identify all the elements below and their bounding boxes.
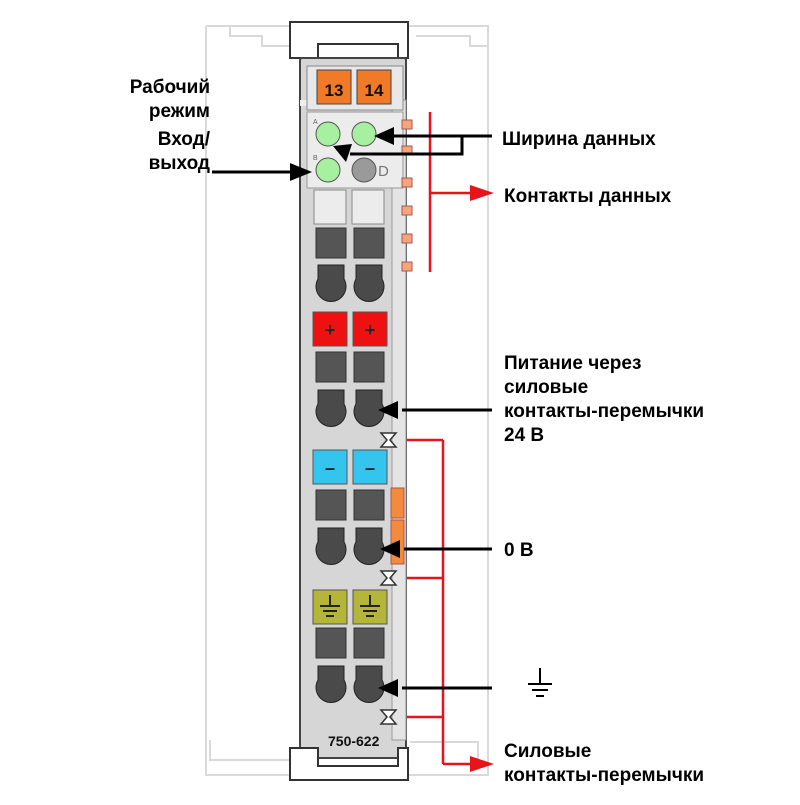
ground-arrowhead (378, 679, 398, 697)
data-width-arrowhead-lower (333, 144, 352, 162)
led-b (315, 157, 341, 183)
terminal-13 (316, 69, 352, 105)
ground-symbol-label (528, 668, 552, 697)
led-a-right (351, 121, 377, 147)
led-letter-b: B (313, 155, 318, 162)
terminal-13-label: 13 (325, 81, 344, 100)
zero-volt-label: 0 В (504, 540, 534, 561)
plus-symbol-left: + (325, 320, 336, 340)
model-number: 750-622 (328, 733, 380, 749)
power-supply-arrowhead (378, 401, 398, 419)
power-jumper-arrowhead (470, 756, 494, 772)
operating-mode-label: Рабочий режим (129, 77, 210, 122)
minus-tabs: – – (312, 449, 388, 485)
led-letter-a: A (313, 119, 318, 126)
power-jumper-bracket (407, 438, 470, 766)
power-jumper-contacts-label: Силовые контакты-перемычки (504, 741, 705, 786)
data-width-arrowhead-upper (374, 127, 394, 145)
data-contacts-label: Контакты данных (504, 186, 672, 207)
led-letter-d: D (378, 163, 389, 180)
clamp-units (315, 227, 385, 703)
input-output-label: Вход/ выход (148, 129, 210, 174)
jumper-contact-marks (379, 432, 398, 725)
data-contacts-bracket (428, 112, 470, 272)
minus-symbol-left: – (325, 458, 335, 478)
ground-tabs (312, 589, 388, 625)
data-contacts-arrowhead (470, 185, 494, 201)
minus-symbol-right: – (365, 458, 375, 478)
black-arrow-lines (212, 134, 492, 690)
terminal-14-label: 14 (365, 81, 384, 100)
led-a-left (315, 121, 341, 147)
led-area: A B D (306, 111, 404, 189)
power-supply-label: Питание через силовые контакты-перемычки… (504, 353, 705, 446)
terminal-number-block: 13 14 (306, 65, 404, 111)
zero-volt-arrowhead (380, 540, 400, 558)
terminal-14 (356, 69, 392, 105)
din-rail-outline (205, 25, 489, 776)
light-release-tabs (313, 189, 385, 225)
plus-tabs: + + (312, 311, 388, 347)
data-width-label: Ширина данных (502, 129, 656, 150)
led-d (351, 157, 377, 183)
plus-symbol-right: + (365, 320, 376, 340)
side-data-contacts (401, 119, 413, 272)
io-arrowhead (290, 163, 312, 181)
